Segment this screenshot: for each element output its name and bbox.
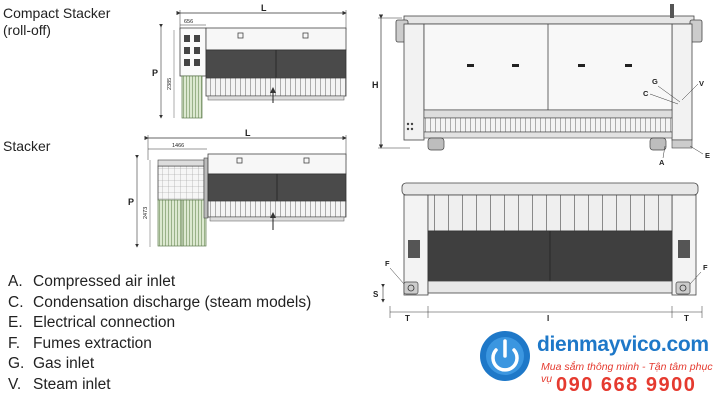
brand-name: dienmayvico.com bbox=[537, 333, 709, 356]
legend: A.Compressed air inlet C.Condensation di… bbox=[8, 272, 311, 395]
power-button-logo bbox=[480, 331, 530, 381]
svg-text:L: L bbox=[245, 128, 251, 138]
front-view-drawing: H G C V A E bbox=[372, 4, 710, 167]
stacker-drawing: L 1466 P 2473 bbox=[128, 128, 347, 248]
legend-item: V.Steam inlet bbox=[8, 375, 111, 393]
top-view-drawing: F F S T I T bbox=[373, 182, 708, 323]
callout-a: A bbox=[659, 158, 665, 167]
callout-v: V bbox=[699, 79, 704, 88]
dim-label-t-right: T bbox=[684, 314, 689, 323]
stacker-title: Stacker bbox=[3, 138, 51, 154]
legend-item: A.Compressed air inlet bbox=[8, 273, 176, 290]
compact-stacker-drawing: L 656 P 2385 bbox=[152, 3, 347, 119]
dim-label-l: L bbox=[261, 3, 267, 13]
svg-text:P: P bbox=[128, 197, 134, 207]
dim-label-h: H bbox=[372, 80, 379, 90]
callout-c: C bbox=[643, 89, 649, 98]
legend-item: C.Condensation discharge (steam models) bbox=[8, 293, 312, 311]
compact-stacker-title: Compact Stacker (roll-off) bbox=[3, 5, 111, 38]
callout-e: E bbox=[705, 151, 710, 160]
callout-f-right: F bbox=[703, 263, 708, 272]
dim-height-stacker: 2473 bbox=[143, 207, 149, 219]
legend-item: G.Gas inlet bbox=[8, 355, 95, 372]
dim-label-t-left: T bbox=[405, 314, 410, 323]
dim-height-compact: 2385 bbox=[167, 78, 173, 90]
dim-offset-compact: 656 bbox=[184, 19, 193, 25]
brand-phone: 090 668 9900 bbox=[556, 374, 697, 396]
dim-label-i: I bbox=[547, 314, 549, 323]
dim-label-s: S bbox=[373, 290, 379, 299]
dim-label-p: P bbox=[152, 68, 158, 78]
callout-f-left: F bbox=[385, 259, 390, 268]
callout-g: G bbox=[652, 77, 658, 86]
brand-tagline: Mua sắm thông minh - Tận tâm phục vụ bbox=[541, 361, 713, 385]
legend-item: E.Electrical connection bbox=[8, 314, 176, 331]
dim-offset-stacker: 1466 bbox=[172, 143, 184, 149]
legend-item: F.Fumes extraction bbox=[8, 334, 152, 352]
